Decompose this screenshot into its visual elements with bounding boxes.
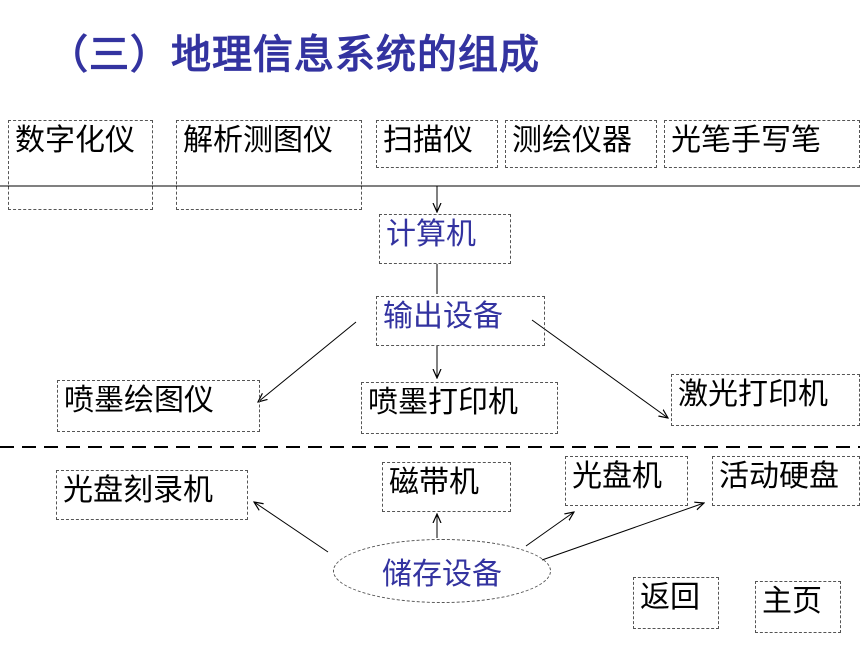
arrow-to-cd-burner [254,502,329,553]
storage-removable-disk: 活动硬盘 [712,456,860,506]
input-scanner: 扫描仪 [376,120,498,168]
page-title: （三）地理信息系统的组成 [48,32,540,78]
computer-node: 计算机 [379,214,511,264]
output-device-node: 输出设备 [376,296,545,346]
arrow-to-plotter [258,321,357,402]
arrow-to-removable-disk [541,503,704,561]
home-button[interactable]: 主页 [755,581,841,633]
output-laser-printer: 激光打印机 [671,374,860,426]
input-digitizer: 数字化仪 [8,120,153,210]
input-analytical-plotter: 解析测图仪 [176,120,362,210]
arrow-to-laser-printer [531,319,668,418]
storage-device-node: 储存设备 [333,539,551,603]
back-button[interactable]: 返回 [633,577,719,629]
output-inkjet-plotter: 喷墨绘图仪 [57,380,260,432]
storage-tape-drive: 磁带机 [382,462,511,512]
storage-cd-burner: 光盘刻录机 [56,470,248,520]
output-inkjet-printer: 喷墨打印机 [361,382,558,434]
arrow-to-cd-drive [525,512,574,547]
input-light-pen: 光笔手写笔 [664,120,860,168]
storage-cd-drive: 光盘机 [565,456,688,506]
input-survey-instrument: 测绘仪器 [505,120,657,168]
